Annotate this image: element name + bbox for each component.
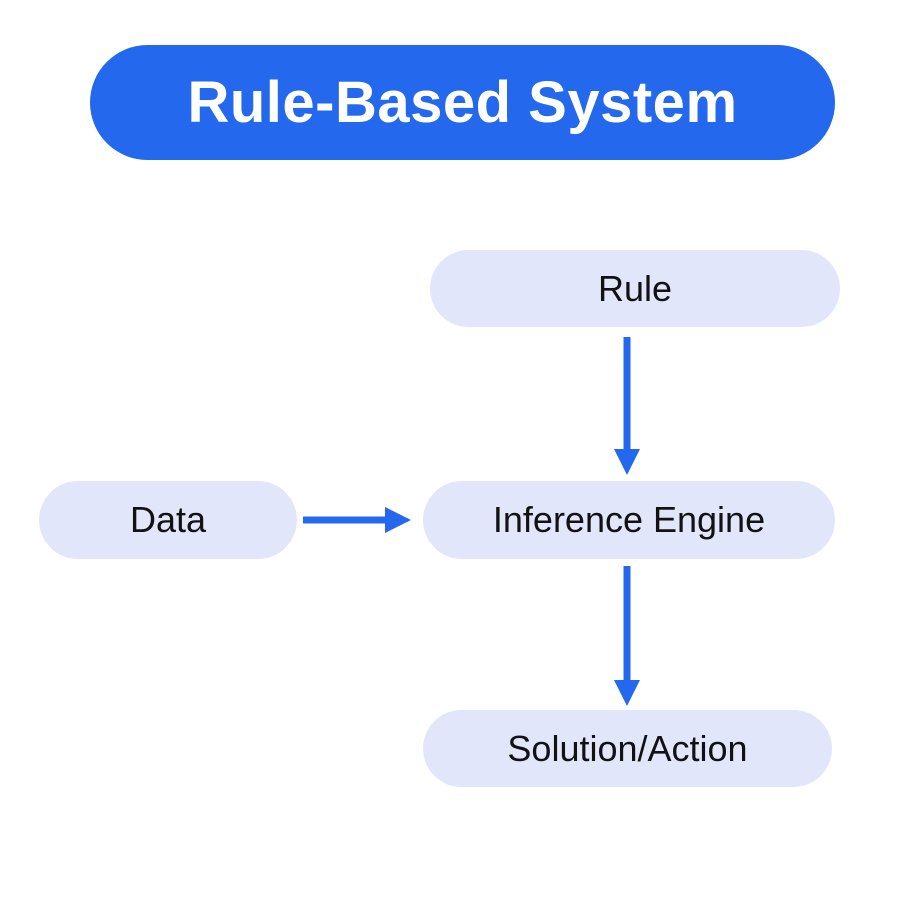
diagram-title: Rule-Based System bbox=[187, 70, 738, 135]
arrow-down-icon bbox=[612, 337, 642, 475]
node-rule-label: Rule bbox=[597, 267, 673, 309]
node-data: Data bbox=[39, 481, 297, 559]
node-inference-engine-label: Inference Engine bbox=[492, 499, 766, 540]
node-rule: Rule bbox=[430, 250, 840, 327]
node-inference-engine: Inference Engine bbox=[423, 481, 835, 559]
node-solution-action: Solution/Action bbox=[423, 710, 832, 787]
node-data-label: Data bbox=[129, 499, 207, 540]
diagram-title-banner: Rule-Based System bbox=[90, 45, 835, 160]
node-solution-action-label: Solution/Action bbox=[507, 727, 748, 769]
arrow-down-icon bbox=[612, 566, 642, 706]
arrow-right-icon bbox=[303, 505, 411, 535]
